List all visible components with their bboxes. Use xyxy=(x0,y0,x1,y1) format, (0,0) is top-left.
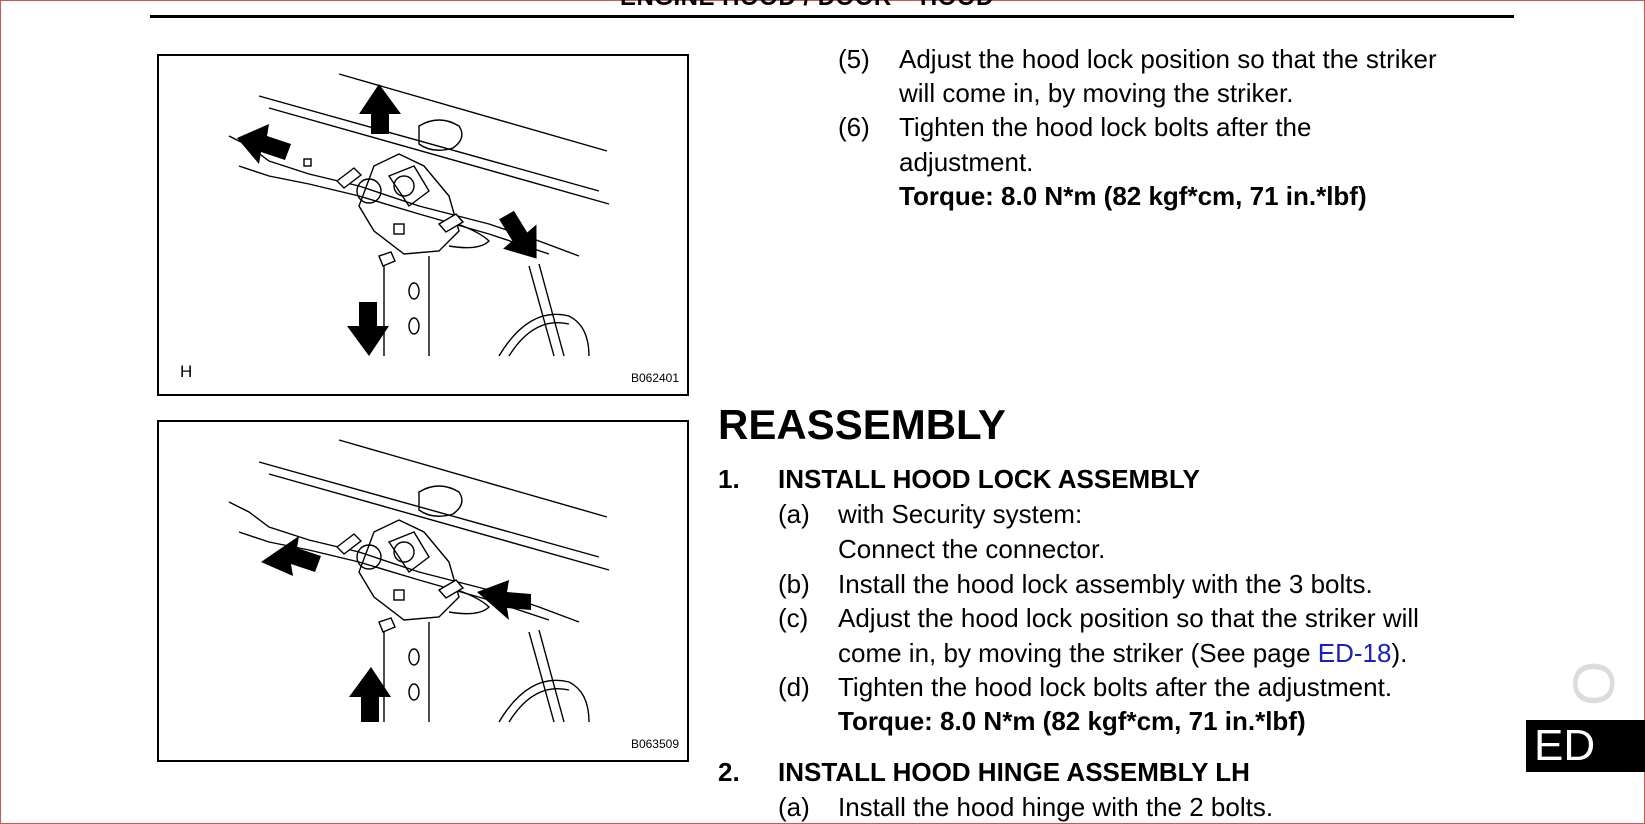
figure-letter: H xyxy=(180,362,193,381)
step-6-torque: Torque: 8.0 N*m (82 kgf*cm, 71 in.*lbf) xyxy=(899,181,1367,211)
step-1d-line1: Tighten the hood lock bolts after the ad… xyxy=(838,672,1393,702)
step-5-number: (5) xyxy=(838,44,870,74)
step-1c-line1: Adjust the hood lock position so that th… xyxy=(838,603,1419,633)
ghost-mark: O xyxy=(1562,660,1627,706)
step-2-title: INSTALL HOOD HINGE ASSEMBLY LH xyxy=(778,757,1250,787)
figure-hood-lock-adjust: H B062401 xyxy=(157,54,689,396)
step-6-line2: adjustment. xyxy=(899,147,1034,177)
step-5-line2: will come in, by moving the striker. xyxy=(899,78,1294,108)
figure-code: B063509 xyxy=(630,737,679,751)
step-1b-number: (b) xyxy=(778,569,810,599)
page-header-title: ENGINE HOOD / DOOR – HOOD xyxy=(620,0,994,10)
figure-hood-lock-install: B063509 xyxy=(157,420,689,762)
step-6-number: (6) xyxy=(838,112,870,142)
step-2a-number: (a) xyxy=(778,792,810,822)
hood-lock-illustration xyxy=(228,73,610,357)
step-1c-line2: come in, by moving the striker (See page… xyxy=(838,636,1407,670)
step-1d-torque: Torque: 8.0 N*m (82 kgf*cm, 71 in.*lbf) xyxy=(838,706,1306,736)
step-1c-line2-end: ). xyxy=(1391,638,1408,668)
step-1b-line1: Install the hood lock assembly with the … xyxy=(838,569,1373,599)
hood-lock-install-illustration xyxy=(228,439,610,723)
step-1-title: INSTALL HOOD LOCK ASSEMBLY xyxy=(778,464,1200,494)
step-1d-number: (d) xyxy=(778,672,810,702)
section-heading-reassembly: REASSEMBLY xyxy=(718,401,1006,448)
page-link-ed-18[interactable]: ED-18 xyxy=(1317,638,1392,668)
step-1c-line2-text: come in, by moving the striker (See page xyxy=(838,638,1318,668)
step-1a-line2: Connect the connector. xyxy=(838,534,1106,564)
step-2a-line1: Install the hood hinge with the 2 bolts. xyxy=(838,792,1274,822)
figure-code: B062401 xyxy=(630,371,679,385)
step-5-line1: Adjust the hood lock position so that th… xyxy=(899,44,1437,74)
step-1-number: 1. xyxy=(718,464,740,494)
section-tab-ed: ED xyxy=(1526,720,1645,772)
step-1a-line1: with Security system: xyxy=(838,499,1083,529)
step-1c-number: (c) xyxy=(778,603,809,633)
step-2-number: 2. xyxy=(718,757,740,787)
header-rule xyxy=(150,15,1514,18)
step-1a-number: (a) xyxy=(778,499,810,529)
step-6-line1: Tighten the hood lock bolts after the xyxy=(899,112,1312,142)
